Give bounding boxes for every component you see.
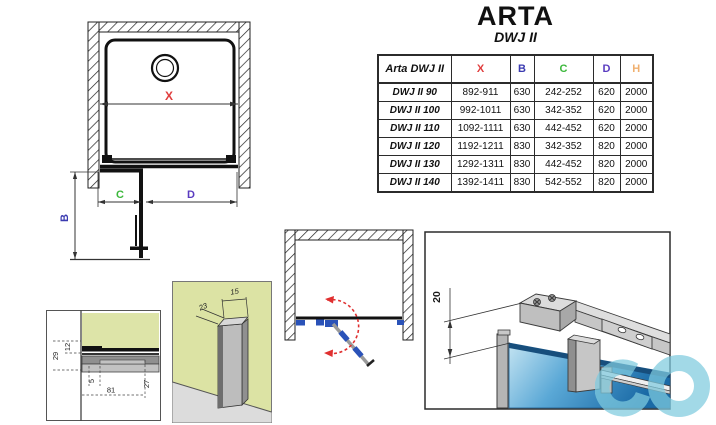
dim-c-label: C bbox=[116, 189, 124, 201]
swing-arrow-icon bbox=[325, 296, 334, 304]
c-cell: 442-452 bbox=[533, 119, 594, 138]
table-header-row: Arta DWJ II X B C D H bbox=[377, 54, 654, 84]
h-cell: 2000 bbox=[619, 173, 654, 193]
h-cell: 2000 bbox=[619, 82, 654, 102]
table-header-d: D bbox=[592, 54, 621, 84]
dim-5-label: 5 bbox=[87, 379, 96, 383]
dim-20-label: 20 bbox=[431, 291, 443, 303]
profile-section-detail: 29 12 5 81 27 bbox=[46, 310, 161, 421]
c-cell: 342-352 bbox=[533, 101, 594, 120]
d-cell: 620 bbox=[592, 101, 621, 120]
swing-arrow-icon bbox=[324, 349, 333, 357]
dim-d-label: D bbox=[187, 189, 195, 201]
c-cell: 342-352 bbox=[533, 137, 594, 156]
door-hinge bbox=[338, 330, 350, 342]
model-cell: DWJ II 90 bbox=[377, 82, 452, 102]
door-handle-bar bbox=[130, 246, 148, 250]
x-cell: 1392-1411 bbox=[450, 173, 511, 193]
b-cell: 830 bbox=[509, 137, 535, 156]
wall-left bbox=[87, 21, 100, 189]
title-block: ARTA DWJ II bbox=[378, 2, 653, 46]
table-row: DWJ II 120 1192-1211 830 342-352 820 200… bbox=[377, 137, 654, 156]
model-cell: DWJ II 130 bbox=[377, 155, 452, 174]
model-cell: DWJ II 120 bbox=[377, 137, 452, 156]
table-header-h: H bbox=[619, 54, 654, 84]
shop-watermark-logo bbox=[595, 355, 710, 417]
x-cell: 1092-1111 bbox=[450, 119, 511, 138]
d-cell: 820 bbox=[592, 173, 621, 193]
plan-view-drawing: X C D B bbox=[59, 21, 251, 261]
model-cell: DWJ II 110 bbox=[377, 119, 452, 138]
wall-fitting-right bbox=[397, 320, 404, 325]
wall-right bbox=[238, 21, 251, 189]
wall-fitting-left bbox=[296, 320, 305, 326]
table-row: DWJ II 100 992-1011 630 342-352 620 2000 bbox=[377, 101, 654, 120]
table-header-b: B bbox=[509, 54, 535, 84]
dim-23-label: 23 bbox=[197, 301, 210, 313]
c-cell: 542-552 bbox=[533, 173, 594, 193]
glass-panel bbox=[82, 313, 159, 349]
d-cell: 820 bbox=[592, 137, 621, 156]
table-row: DWJ II 110 1092-1111 630 442-452 620 200… bbox=[377, 119, 654, 138]
b-cell: 630 bbox=[509, 101, 535, 120]
page-subtitle: DWJ II bbox=[494, 29, 537, 46]
c-cell: 242-252 bbox=[533, 82, 594, 102]
table-header-x: X bbox=[450, 54, 511, 84]
x-cell: 892-911 bbox=[450, 82, 511, 102]
open-door bbox=[331, 322, 370, 366]
d-cell: 620 bbox=[592, 119, 621, 138]
shower-tray bbox=[104, 38, 236, 164]
dim-27-label: 27 bbox=[142, 380, 151, 388]
wall-right bbox=[402, 229, 414, 341]
table-row: DWJ II 130 1292-1311 830 442-452 820 200… bbox=[377, 155, 654, 174]
model-cell: DWJ II 140 bbox=[377, 173, 452, 193]
rail-plate bbox=[601, 318, 653, 350]
page-title: ARTA bbox=[477, 1, 554, 31]
model-cell: DWJ II 100 bbox=[377, 101, 452, 120]
x-cell: 1292-1311 bbox=[450, 155, 511, 174]
open-door-leaf bbox=[100, 168, 143, 258]
dim-x-label: X bbox=[165, 89, 173, 103]
x-cell: 992-1011 bbox=[450, 101, 511, 120]
door-hinge bbox=[352, 346, 364, 358]
wall-bracket-left bbox=[102, 155, 112, 163]
dim-15-label: 15 bbox=[230, 286, 241, 296]
hinge-block bbox=[325, 320, 338, 327]
h-cell: 2000 bbox=[619, 137, 654, 156]
d-cell: 820 bbox=[592, 155, 621, 174]
dim-29-label: 29 bbox=[51, 352, 60, 360]
wall-top bbox=[294, 229, 404, 241]
dim-81-label: 81 bbox=[107, 386, 115, 395]
wall-top bbox=[98, 21, 240, 33]
dim-12-label: 12 bbox=[63, 343, 72, 351]
dim-b-label: B bbox=[59, 214, 71, 222]
wall-left bbox=[284, 229, 296, 341]
table-header-c: C bbox=[533, 54, 594, 84]
h-cell: 2000 bbox=[619, 101, 654, 120]
table-row: DWJ II 90 892-911 630 242-252 620 2000 bbox=[377, 82, 654, 102]
wall-profile-detail: 23 15 bbox=[172, 281, 272, 423]
b-cell: 830 bbox=[509, 173, 535, 193]
table-row: DWJ II 140 1392-1411 830 542-552 820 200… bbox=[377, 173, 654, 193]
screw-icon bbox=[533, 294, 556, 306]
size-table: Arta DWJ II X B C D H DWJ II 90 892-911 … bbox=[377, 54, 654, 193]
h-cell: 2000 bbox=[619, 155, 654, 174]
swing-direction-arc bbox=[325, 298, 360, 355]
drain-inner-icon bbox=[155, 58, 175, 78]
b-cell: 630 bbox=[509, 119, 535, 138]
door-handle bbox=[366, 359, 375, 367]
b-cell: 630 bbox=[509, 82, 535, 102]
drain-icon bbox=[150, 53, 180, 83]
c-cell: 442-452 bbox=[533, 155, 594, 174]
bracket-3d-detail: 20 bbox=[424, 231, 671, 410]
d-cell: 620 bbox=[592, 82, 621, 102]
b-cell: 830 bbox=[509, 155, 535, 174]
door-swing-diagram bbox=[284, 229, 414, 367]
table-header-name: Arta DWJ II bbox=[377, 54, 452, 84]
h-cell: 2000 bbox=[619, 119, 654, 138]
wall-bracket-right bbox=[226, 155, 236, 163]
x-cell: 1192-1211 bbox=[450, 137, 511, 156]
